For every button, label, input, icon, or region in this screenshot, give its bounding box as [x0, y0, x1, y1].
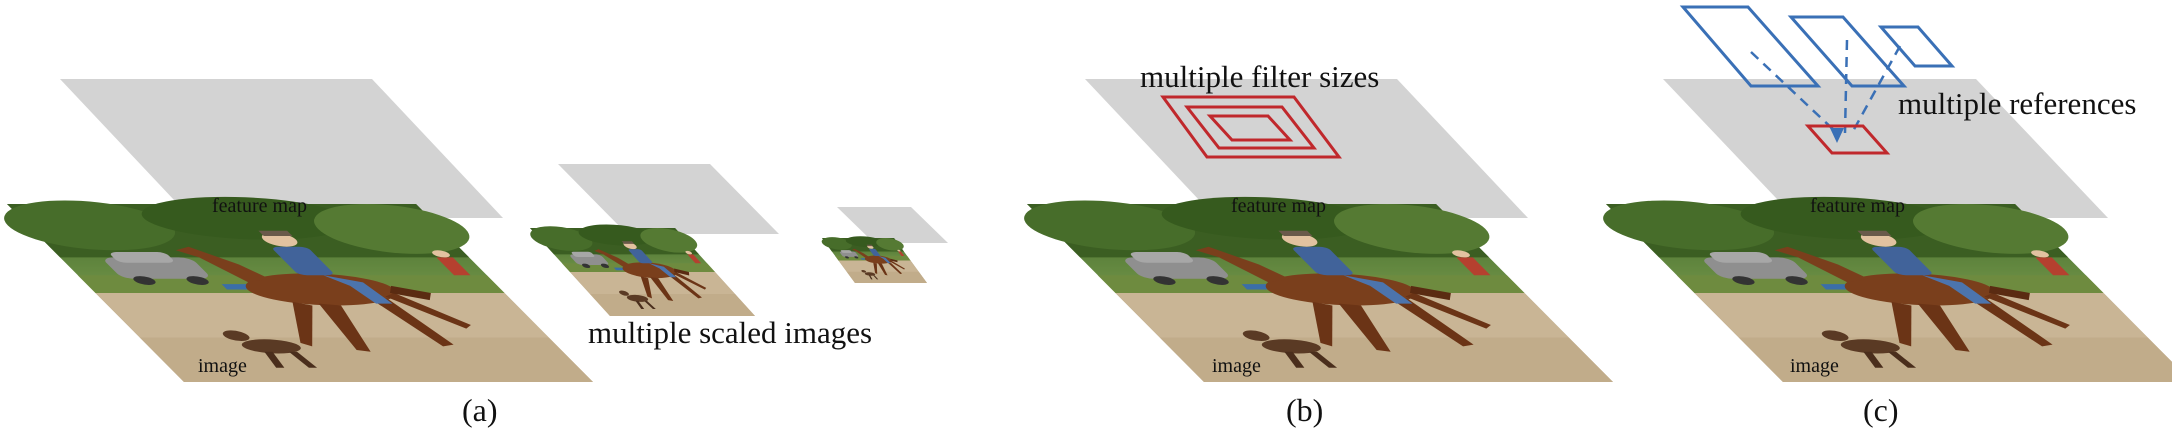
- feature-map-label-a: feature map: [212, 195, 307, 217]
- panel-a: feature map image multiple scaled images…: [0, 79, 948, 428]
- feature-map-plane-a-small: [837, 207, 948, 243]
- annotation-b: multiple filter sizes: [1140, 59, 1379, 94]
- image-label-a: image: [198, 355, 247, 377]
- reference-box-1: [1679, 5, 1822, 88]
- reference-arrows: [1750, 39, 1902, 134]
- reference-box-2: [1787, 15, 1908, 88]
- reference-boxes: [1679, 5, 1956, 88]
- annotation-a: multiple scaled images: [588, 315, 872, 350]
- feature-map-label-b: feature map: [1231, 195, 1326, 217]
- feature-map-plane-c: [1663, 79, 2108, 218]
- filter-boxes: [1160, 95, 1342, 159]
- panel-c: multiple references feature map image (c…: [1578, 5, 2172, 428]
- image-plane-a-large: [0, 196, 618, 382]
- feature-map-plane-a-medium: [558, 164, 779, 234]
- feature-map-label-c: feature map: [1810, 195, 1905, 217]
- image-plane-b: [999, 196, 1638, 382]
- arrow-head: [1830, 128, 1844, 143]
- image-plane-a-small: [817, 236, 932, 283]
- panel-b: multiple filter sizes feature map image …: [999, 59, 1638, 428]
- filter-box-large: [1160, 95, 1342, 159]
- filter-box-medium: [1183, 105, 1318, 150]
- image-label-b: image: [1212, 355, 1261, 377]
- image-plane-a-medium: [519, 224, 764, 316]
- image-label-c: image: [1790, 355, 1839, 377]
- feature-map-plane-a: [60, 79, 503, 218]
- filter-box-small: [1206, 114, 1294, 142]
- anchor-box: [1804, 124, 1891, 155]
- caption-b: (b): [1286, 392, 1323, 428]
- annotation-c: multiple references: [1898, 86, 2136, 121]
- caption-c: (c): [1863, 392, 1899, 428]
- reference-box-3: [1877, 25, 1956, 68]
- image-plane-c: [1578, 196, 2172, 382]
- caption-a: (a): [462, 392, 498, 428]
